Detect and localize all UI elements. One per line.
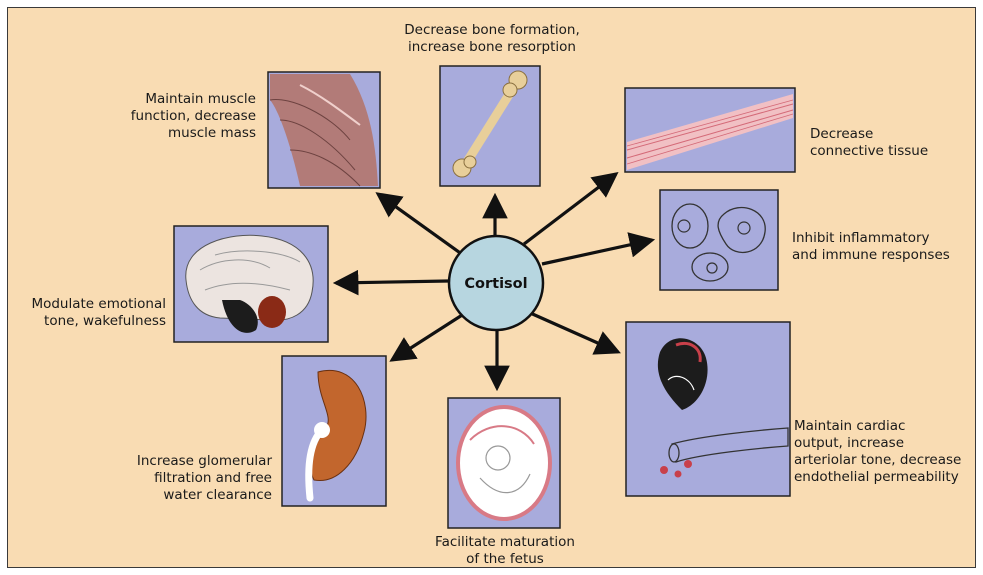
label-bone: Decrease bone formation, increase bone r… <box>370 22 614 56</box>
arrow-immune <box>542 240 652 264</box>
kidney-panel <box>282 356 386 506</box>
immune-panel <box>660 190 778 290</box>
label-cardiac: Maintain cardiac output, increase arteri… <box>794 418 976 486</box>
cortisol-label: Cortisol <box>464 276 527 292</box>
cardiac-panel <box>626 322 790 496</box>
fetus-panel <box>448 398 560 528</box>
label-muscle: Maintain muscle function, decrease muscl… <box>100 91 256 142</box>
brain-panel <box>174 226 328 342</box>
bone-panel <box>440 66 540 186</box>
cortisol-hub: Cortisol <box>449 236 543 330</box>
arrow-cardiac <box>528 312 618 352</box>
arrow-brain <box>336 281 448 283</box>
connective-panel <box>625 88 795 172</box>
label-kidney: Increase glomerular filtration and free … <box>98 453 272 504</box>
arrow-muscle <box>378 194 470 260</box>
label-immune: Inhibit inflammatory and immune response… <box>792 230 972 264</box>
label-connective: Decrease connective tissue <box>810 126 970 160</box>
muscle-panel <box>268 72 380 188</box>
label-fetus: Facilitate maturation of the fetus <box>420 534 590 568</box>
label-brain: Modulate emotional tone, wakefulness <box>12 296 166 330</box>
arrow-kidney <box>392 310 470 360</box>
